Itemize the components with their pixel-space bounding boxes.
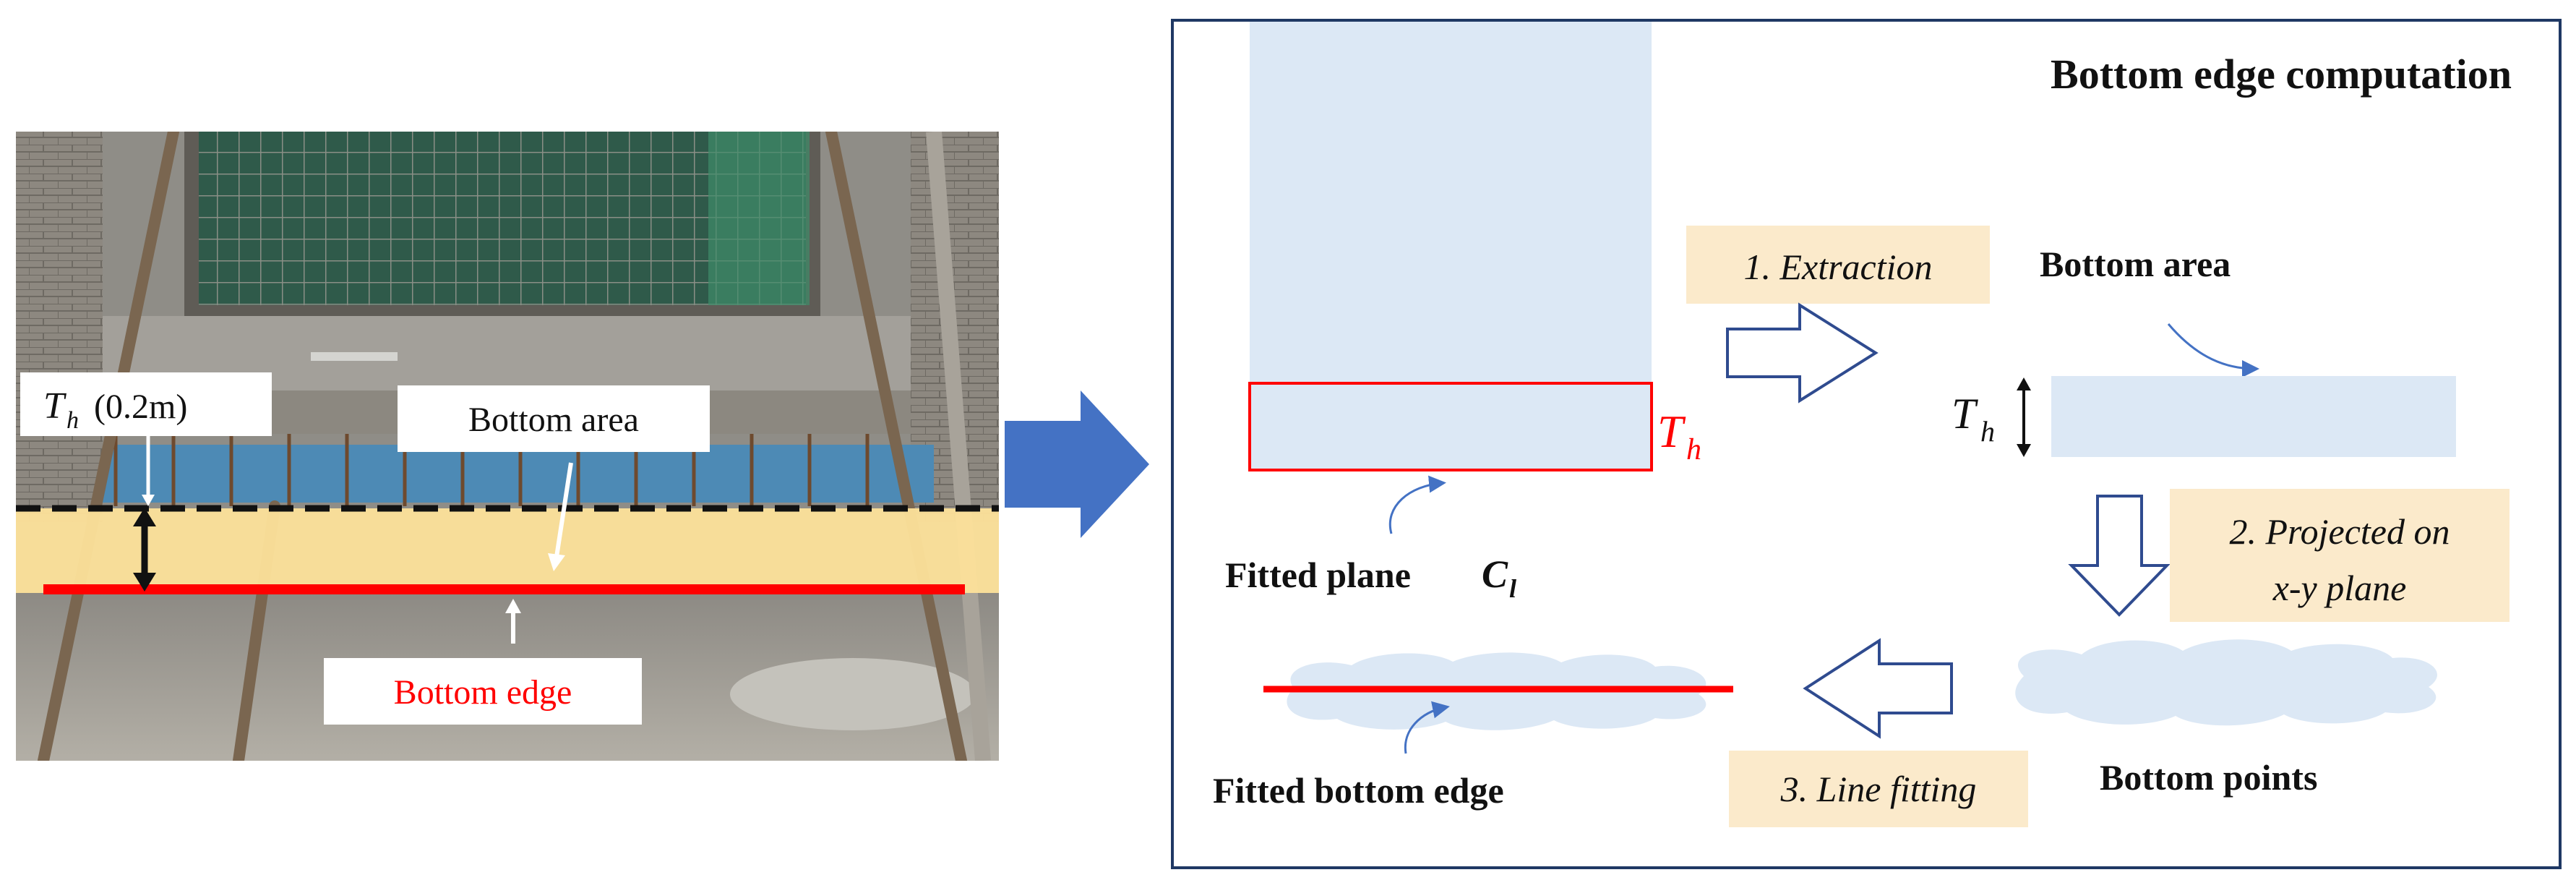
bottom-edge-label: Bottom edge	[394, 673, 572, 712]
step2-label-line2: x-y plane	[2272, 568, 2407, 608]
edge-pointer	[1404, 701, 1450, 754]
bottom-area-label-box: Bottom area	[398, 385, 710, 452]
bottom-points-label: Bottom points	[2100, 757, 2317, 798]
step1-arrow	[1726, 302, 1879, 404]
step1-label: 1. Extraction	[1743, 247, 1932, 287]
th-height-arrow	[133, 508, 156, 592]
bottom-area-label: Bottom area	[468, 401, 639, 439]
fitted-plane-text: Fitted plane	[1225, 555, 1411, 595]
bottom-area-pointer	[554, 462, 573, 558]
bottom-area-height-arrow	[2017, 377, 2031, 457]
th-value-label: T h (0.2m)	[20, 372, 272, 436]
panel-title: Bottom edge computation	[2051, 51, 2512, 98]
fitted-plane-symbol: C	[1482, 552, 1508, 596]
th-extraction-region	[1248, 382, 1653, 471]
plane-th-symbol: T	[1657, 406, 1686, 457]
th-symbol: T	[43, 385, 66, 427]
big-right-arrow	[1005, 390, 1149, 538]
area-th-subscript: h	[1980, 415, 1995, 448]
fitted-plane-subscript: l	[1509, 574, 1516, 603]
fitted-plane-label: Fitted plane C l	[1225, 552, 1516, 603]
bottom-area-th-label: T h	[1952, 390, 1995, 448]
bottom-area-pointer	[2167, 323, 2259, 377]
plane-th-subscript: h	[1686, 433, 1701, 466]
fitted-bottom-edge-label: Fitted bottom edge	[1213, 770, 1504, 811]
step1-box	[1686, 226, 1990, 304]
step3-arrow	[1803, 638, 1953, 739]
step3-label: 3. Line fitting	[1780, 769, 1977, 809]
th-subscript: h	[66, 407, 79, 434]
bottom-points-cloud	[2015, 639, 2437, 726]
step3-box	[1729, 751, 2028, 827]
bottom-edge-label-box: Bottom edge	[324, 658, 642, 725]
th-value-text: (0.2m)	[94, 388, 187, 426]
step2-arrow	[2068, 495, 2171, 617]
area-th-symbol: T	[1952, 390, 1978, 437]
fitted-plane	[1250, 22, 1652, 470]
plane-th-label: T h	[1657, 406, 1701, 466]
bottom-area-strip	[2051, 376, 2456, 457]
bottom-area-title: Bottom area	[2040, 244, 2231, 284]
plane-pointer	[1388, 475, 1446, 534]
step2-label-line1: 2. Projected on	[2229, 511, 2450, 552]
step2-box	[2170, 489, 2510, 622]
